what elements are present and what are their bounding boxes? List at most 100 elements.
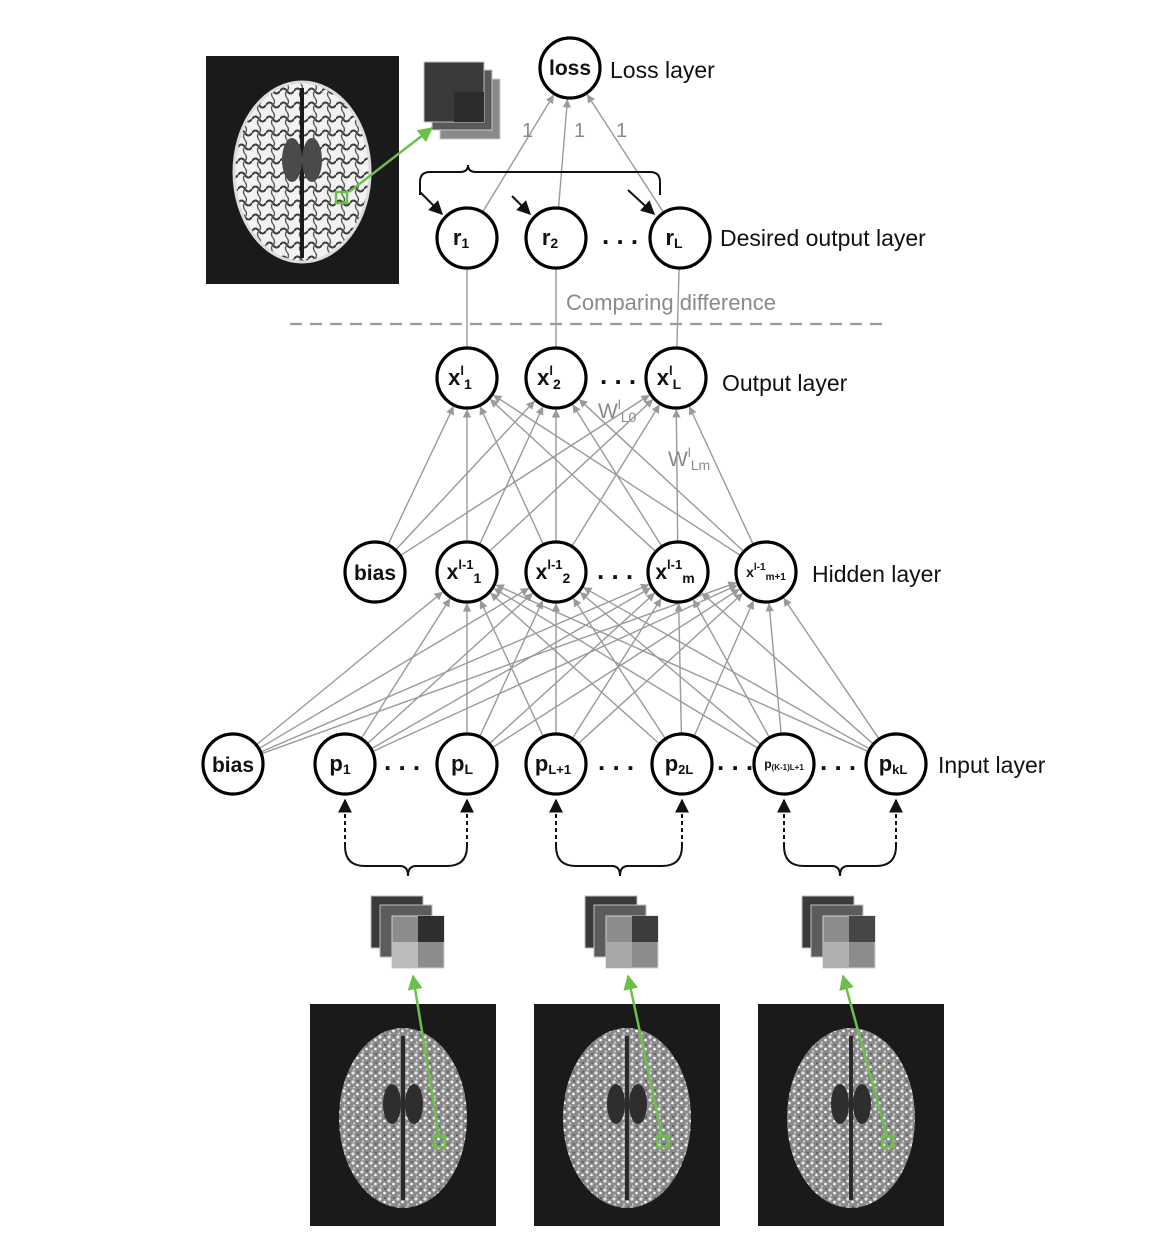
edge-hidden-4-output-2	[688, 406, 755, 546]
input-node-pl: pL	[435, 732, 499, 796]
svg-text:xlL: xlL	[657, 363, 682, 392]
input-layer-label: Input layer	[938, 752, 1046, 778]
brain-mri-reference-image	[206, 56, 399, 284]
edge-desired-1-loss	[557, 99, 571, 209]
svg-text:r2: r2	[542, 225, 559, 251]
hidden-node-2: xl-12	[524, 540, 588, 604]
edge-input-1-hidden-3	[372, 584, 738, 753]
green-link-arrow-2	[623, 974, 664, 1137]
input-ellipsis-2: . . .	[598, 746, 634, 776]
hidden-bias-node: bias	[343, 540, 407, 604]
edge-input-3-hidden-3	[577, 593, 744, 745]
output-node-2: xl2	[524, 346, 588, 410]
input-node-pl-plus-1: pL+1	[524, 732, 588, 796]
input-patch-stack-3	[801, 895, 876, 969]
edge-input-6-hidden-0	[495, 584, 869, 753]
loss-layer-label: Loss layer	[610, 57, 715, 83]
loss-weight-1: 1	[522, 120, 533, 142]
edge-input-4-hidden-3	[693, 600, 755, 737]
svg-text:xl2: xl2	[537, 363, 561, 392]
selected-patch-marker-1	[432, 1134, 447, 1149]
output-node-l: xlL	[644, 346, 708, 410]
input-node-pk-1l-plus-1: p(K-1)L+1	[752, 732, 816, 796]
input-brace-3	[777, 798, 903, 877]
svg-text:rL: rL	[665, 225, 683, 251]
loss-node: loss	[538, 36, 602, 100]
edge-input-0-hidden-2	[260, 583, 650, 753]
svg-text:xl-12: xl-12	[536, 557, 571, 586]
selected-patch-marker	[334, 190, 349, 205]
edge-hidden-1-output-1	[478, 406, 544, 545]
hidden-layer-label: Hidden layer	[812, 561, 941, 587]
svg-text:pL: pL	[451, 751, 473, 777]
brain-mri-input-3	[758, 1004, 944, 1226]
brace-arrow-rl	[627, 189, 656, 215]
edge-input-2-hidden-2	[488, 592, 655, 745]
output-node-1: xl1	[435, 346, 499, 410]
output-ellipsis: . . .	[600, 360, 636, 390]
edge-input-6-hidden-1	[583, 587, 871, 750]
brain-mri-input-1	[310, 1004, 496, 1226]
edge-input-5-hidden-2	[692, 599, 771, 739]
selected-patch-marker-2	[655, 1134, 670, 1149]
edge-input-0-hidden-0	[255, 591, 443, 746]
edge-input-1-hidden-0	[360, 598, 451, 740]
loss-weight-3: 1	[616, 120, 627, 142]
edge-input-5-hidden-3	[765, 603, 782, 735]
edge-hidden-3-output-2	[672, 409, 681, 543]
edge-input-4-hidden-2	[674, 603, 684, 735]
comparing-difference-label: Comparing difference	[566, 290, 776, 315]
input-bias-node: bias	[201, 732, 265, 796]
svg-text:xl1: xl1	[448, 363, 472, 392]
edge-hidden-0-output-0	[387, 406, 454, 546]
input-ellipsis-1: . . .	[384, 746, 420, 776]
desired-layer-label: Desired output layer	[720, 225, 926, 251]
edge-hidden-3-output-0	[489, 399, 657, 553]
hidden-ellipsis: . . .	[597, 555, 633, 585]
hidden-node-1: xl-11	[435, 540, 499, 604]
loss-weight-2: 1	[574, 120, 585, 142]
input-patch-stack-1	[370, 895, 445, 969]
edge-input-6-hidden-2	[701, 592, 874, 745]
svg-text:bias: bias	[212, 754, 254, 777]
svg-text:xl-1m: xl-1m	[655, 557, 694, 586]
svg-text:p1: p1	[329, 751, 350, 777]
green-link-arrow-3	[839, 974, 889, 1137]
weight-label-l0: WlL0	[598, 397, 637, 425]
edge-input-1-hidden-1	[366, 592, 533, 745]
input-node-p2l: p2L	[650, 732, 714, 796]
edge-hidden-0-output-2	[399, 394, 650, 557]
input-brace-1	[338, 798, 474, 877]
svg-text:xl-11: xl-11	[447, 557, 482, 586]
edge-hidden-4-output-1	[578, 399, 745, 553]
edge-input-0-hidden-3	[260, 581, 737, 755]
desired-node-r2: r2	[524, 206, 588, 270]
edges-input-to-hidden	[255, 581, 880, 755]
edge-hidden-2-output-2	[571, 404, 660, 547]
edge-input-3-hidden-0	[479, 600, 545, 738]
edge-hidden-2-output-0	[479, 406, 545, 545]
edge-hidden-1-output-2	[488, 399, 654, 553]
brace-arrow-r1	[419, 191, 443, 215]
edge-input-6-hidden-3	[783, 597, 880, 740]
weight-label-lm: WlLm	[668, 445, 710, 473]
edge-desired-2-loss	[586, 94, 665, 214]
edge-hidden-0-output-1	[394, 400, 535, 551]
output-layer-label: Output layer	[722, 370, 848, 396]
edge-input-4-hidden-1	[573, 598, 667, 740]
desired-output-brace	[419, 164, 661, 195]
input-patch-stack-2	[584, 895, 659, 969]
green-link-arrow-top	[348, 127, 434, 193]
svg-text:r1: r1	[453, 225, 470, 251]
green-link-arrow-1	[407, 974, 441, 1137]
hidden-node-m-plus-1: xl-1m+1	[734, 540, 798, 604]
svg-text:pL+1: pL+1	[535, 751, 571, 777]
brain-mri-input-2	[534, 1004, 720, 1226]
svg-text:xl-1m+1: xl-1m+1	[746, 562, 786, 583]
svg-text:p2L: p2L	[665, 751, 694, 777]
loss-node-label: loss	[549, 57, 591, 80]
svg-text:p(K-1)L+1: p(K-1)L+1	[764, 757, 804, 772]
edge-hidden-4-output-0	[493, 394, 742, 557]
edge-input-5-hidden-0	[493, 588, 759, 750]
